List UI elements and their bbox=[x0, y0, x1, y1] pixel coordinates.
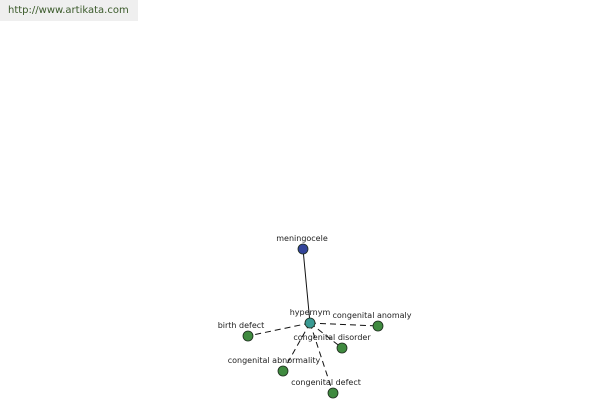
node-root[interactable] bbox=[297, 243, 309, 255]
site-link[interactable]: http://www.artikata.com bbox=[8, 5, 129, 16]
edge-hub-congenital-defect bbox=[309, 322, 334, 394]
url-bar: http://www.artikata.com bbox=[0, 0, 138, 21]
edge-hub-congenital-abnormality bbox=[282, 322, 311, 372]
edge-hub-congenital-disorder bbox=[309, 322, 343, 349]
label-birth-defect: birth defect bbox=[218, 321, 265, 330]
node-congenital-disorder[interactable] bbox=[336, 342, 348, 354]
node-congenital-defect[interactable] bbox=[327, 387, 339, 399]
node-birth-defect[interactable] bbox=[242, 330, 254, 342]
edge-hub-congenital-anomaly bbox=[309, 322, 379, 327]
node-congenital-anomaly[interactable] bbox=[372, 320, 384, 332]
node-congenital-abnormality[interactable] bbox=[277, 365, 289, 377]
edge-hub-birth-defect bbox=[247, 322, 311, 337]
label-congenital-abnormality: congenital abnormality bbox=[228, 356, 321, 365]
label-congenital-disorder: congenital disorder bbox=[293, 333, 371, 342]
node-hub[interactable] bbox=[304, 317, 316, 329]
label-congenital-anomaly: congenital anomaly bbox=[333, 311, 412, 320]
label-root: meningocele bbox=[276, 234, 328, 243]
label-hub: hypernym bbox=[290, 308, 331, 317]
label-congenital-defect: congenital defect bbox=[291, 378, 361, 387]
edge-root-hub bbox=[302, 248, 311, 324]
